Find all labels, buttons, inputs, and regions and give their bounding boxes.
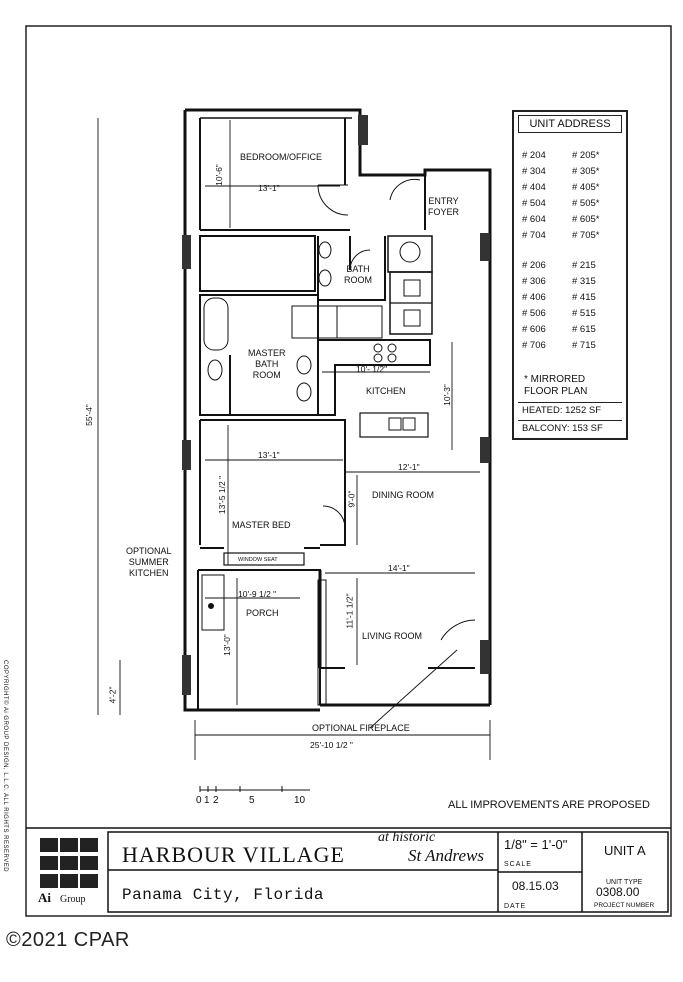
balcony-area: BALCONY: 153 SF <box>518 420 622 437</box>
location: Panama City, Florida <box>122 886 325 904</box>
logo-group: Group <box>60 894 86 905</box>
improvements-note: ALL IMPROVEMENTS ARE PROPOSED <box>448 799 650 811</box>
scale-label-10: 10 <box>294 795 306 806</box>
dim-porch-h: 13'-0" <box>221 634 232 656</box>
door-swings <box>317 178 476 641</box>
project-name: HARBOUR VILLAGE <box>122 842 345 867</box>
room-label-entry: ENTRY FOYER <box>428 196 460 217</box>
unit-row: # 406# 415 <box>522 292 596 303</box>
dim-bed-w: 13'-1" <box>258 183 280 193</box>
unit-row: # 206# 215 <box>522 260 596 271</box>
mirrored-note: * MIRRORED FLOOR PLAN <box>524 374 588 397</box>
side-copyright: COPYRIGHT© Ai GROUP DESIGN, L.L.C. ALL R… <box>2 660 8 873</box>
unit-address-title: UNIT ADDRESS <box>518 115 622 133</box>
label-optional-fireplace: OPTIONAL FIREPLACE <box>312 723 410 733</box>
room-label-master-bath: MASTER BATH ROOM <box>248 348 286 380</box>
unit-row: # 204# 205* <box>522 150 600 161</box>
dim-porch-w: 10'-9 1/2 " <box>238 589 277 599</box>
unit-type-label: UNIT TYPE <box>606 879 643 886</box>
unit-row: # 504# 505* <box>522 198 600 209</box>
project-number: 0308.00 <box>596 885 640 899</box>
dim-living-h: 11'-1 1/2" <box>344 593 355 629</box>
scale-label: SCALE <box>504 861 532 868</box>
dimension-lines <box>97 118 491 760</box>
unit-row: # 606# 615 <box>522 324 596 335</box>
interior-walls <box>197 118 475 710</box>
dim-dining-h: 9'-0" <box>346 490 357 508</box>
scale-label-5: 5 <box>249 795 255 806</box>
wall-hatches <box>182 115 490 695</box>
dim-bed-h: 10'-6" <box>213 164 224 186</box>
logo-mark <box>40 838 98 888</box>
sheet-border <box>25 25 672 917</box>
unit-row: # 706# 715 <box>522 340 596 351</box>
project-number-label: PROJECT NUMBER <box>594 902 655 909</box>
dim-kitchen-w: 10'- 1/2" <box>356 364 388 374</box>
at-historic: at historic <box>378 830 436 845</box>
scale-label-0: 0 <box>196 795 202 806</box>
room-label-optional-summer-kitchen: OPTIONAL SUMMER KITCHEN <box>126 546 172 578</box>
scale-value: 1/8" = 1'-0" <box>504 837 568 852</box>
scale-label-1: 1 <box>204 795 210 806</box>
dim-total-h: 55'-4" <box>83 404 94 426</box>
heated-area: HEATED: 1252 SF <box>518 402 622 419</box>
room-label-dining: DINING ROOM <box>372 490 434 500</box>
unit-row: # 604# 605* <box>522 214 600 225</box>
room-label-porch: PORCH <box>246 608 279 618</box>
room-label-window-seat: WINDOW SEAT <box>238 557 278 563</box>
room-label-bath: BATH ROOM <box>344 264 372 285</box>
dim-living-w: 14'-1" <box>388 563 410 573</box>
dim-kitchen-h: 10'-3" <box>441 384 452 406</box>
room-label-kitchen: KITCHEN <box>366 386 406 396</box>
dim-master-w: 13'-1" <box>258 450 280 460</box>
dim-total-w: 25'-10 1/2 " <box>310 740 353 750</box>
unit-row: # 304# 305* <box>522 166 600 177</box>
unit-row: # 404# 405* <box>522 182 600 193</box>
dim-dining-w: 12'-1" <box>398 462 420 472</box>
dim-master-h: 13'-5 1/2 " <box>217 475 228 515</box>
date-label: DATE <box>504 903 527 910</box>
unit-row: # 306# 315 <box>522 276 596 287</box>
cpar-watermark: ©2021 CPAR <box>6 929 130 951</box>
scale-bar <box>199 786 310 792</box>
room-label-living: LIVING ROOM <box>362 631 423 641</box>
date-value: 08.15.03 <box>512 879 559 893</box>
unit-row: # 704# 705* <box>522 230 600 241</box>
unit-name: UNIT A <box>604 843 646 858</box>
room-label-bedroom: BEDROOM/OFFICE <box>240 152 323 162</box>
logo-ai: Ai <box>38 890 51 905</box>
scale-label-2: 2 <box>213 795 219 806</box>
fixtures <box>203 241 421 609</box>
title-block-lines <box>26 827 671 913</box>
unit-row: # 506# 515 <box>522 308 596 319</box>
dim-balcony-h: 4'-2" <box>107 686 118 704</box>
room-label-master-bed: MASTER BED <box>232 520 291 530</box>
unit-address-box: UNIT ADDRESS # 204# 205* # 304# 305* # 4… <box>512 110 628 440</box>
st-andrews: St Andrews <box>408 846 485 865</box>
